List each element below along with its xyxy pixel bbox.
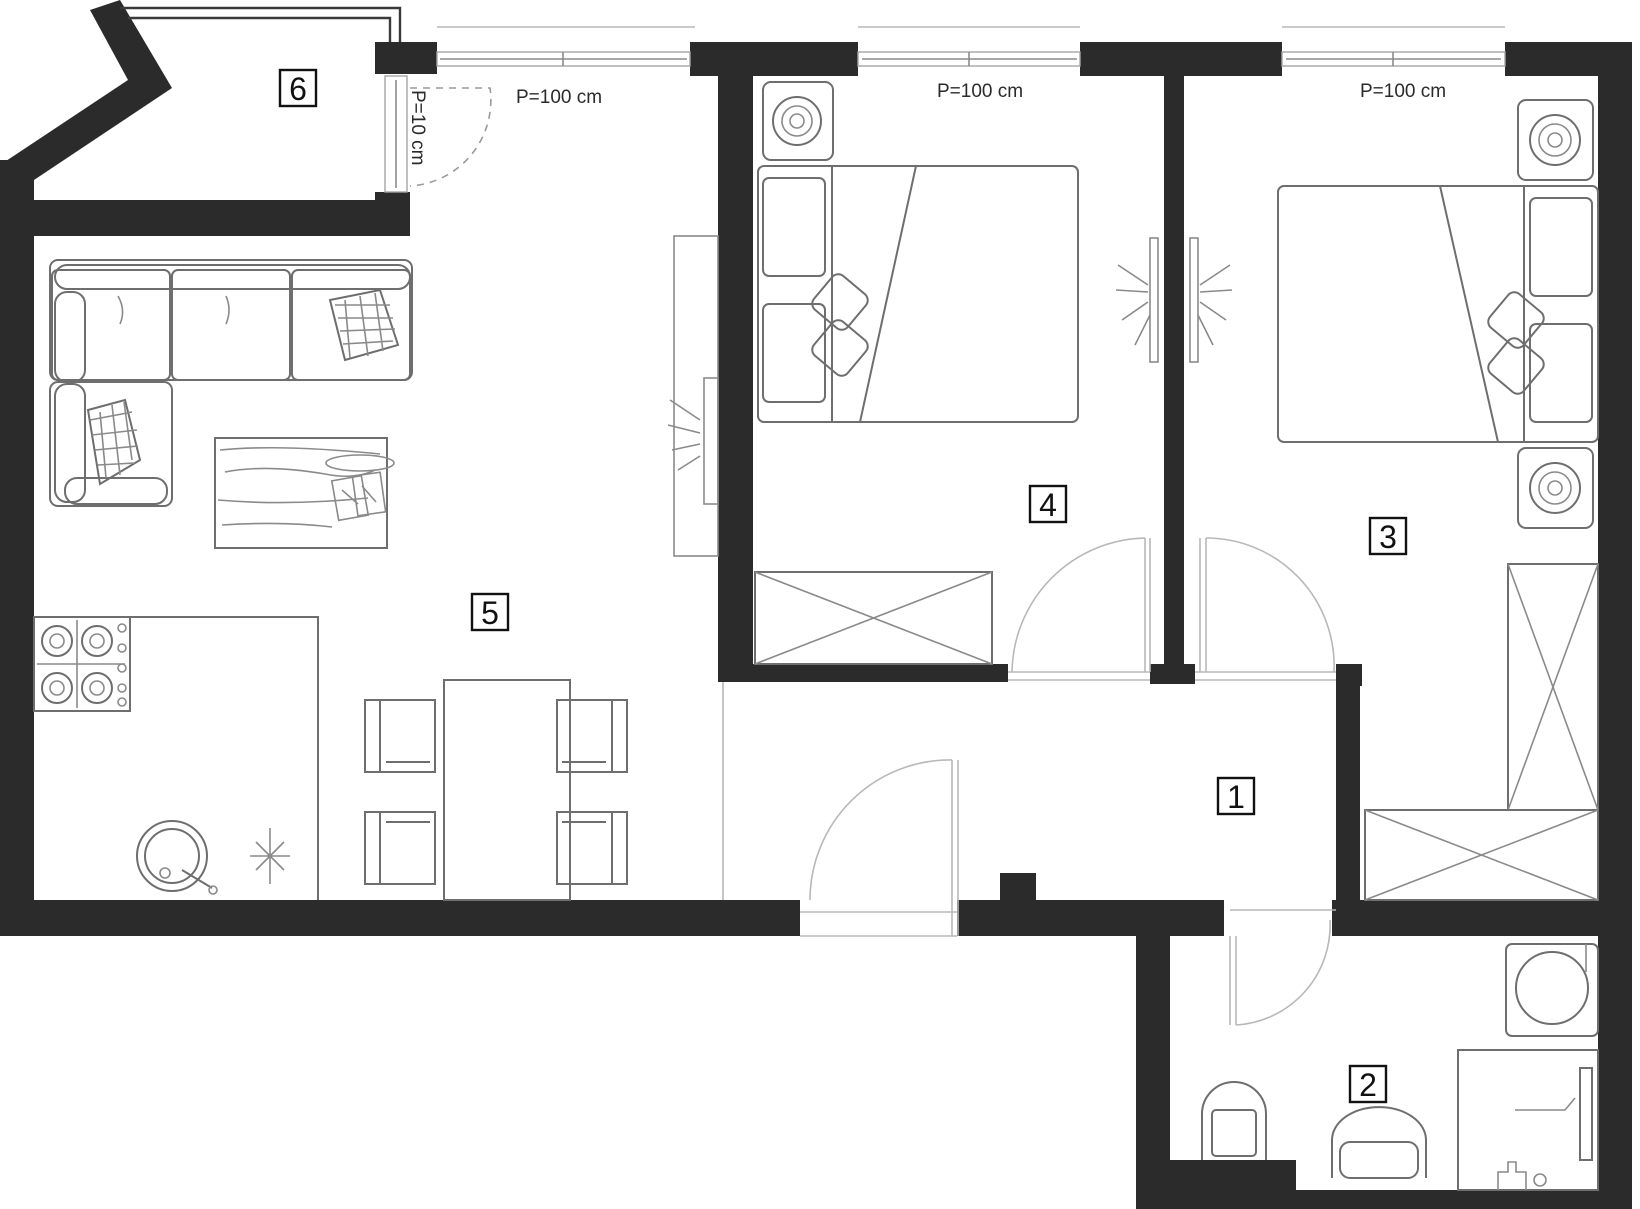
window-bedroom-3-dimension: P=100 cm [1360,81,1446,102]
dining-set [364,679,628,901]
wardrobe-bedroom-3 [1507,563,1599,811]
room-label-6: 6 [278,68,318,108]
window-bedroom-4-dimension: P=100 cm [937,81,1023,102]
room-label-1: 1 [1216,776,1256,816]
wardrobe-bedroom-4 [754,571,993,665]
dining-chair [364,811,436,885]
wall-light-icon [1115,237,1233,363]
nightstand-lamp-icon [1517,99,1594,181]
washbasin-icon [1331,1106,1427,1179]
coffee-table [214,437,395,549]
dining-chair [556,811,628,885]
room-label-2: 2 [1348,1064,1388,1104]
dining-chair [364,699,436,773]
dining-chair [556,699,628,773]
room-label-3: 3 [1368,516,1408,556]
washing-machine-icon [1505,943,1599,1037]
toilet-icon [1201,1081,1267,1160]
tv-unit [667,235,719,557]
hall-wardrobe [1364,809,1599,901]
stove-icon [37,620,127,708]
entrance-door[interactable] [800,759,959,937]
bed-bedroom-3 [1277,185,1599,443]
sink-icon [136,820,218,895]
balcony-door-swing [409,87,492,187]
door-bathroom[interactable] [1229,909,1336,1026]
shower-icon [1457,1049,1599,1191]
nightstand-lamp-icon [762,81,834,161]
room-label-4: 4 [1028,484,1068,524]
door-bedroom-4[interactable] [1008,537,1151,681]
room-number: 2 [1359,1067,1377,1103]
balcony-door-dimension: P=10 cm [407,90,428,166]
room-number: 5 [481,595,499,631]
room-number: 4 [1039,487,1057,523]
light-fixture-icon [250,828,290,884]
door-bedroom-3[interactable] [1195,537,1336,681]
bed-bedroom-4 [757,165,1079,423]
windows [120,6,1506,193]
kitchen-counter [33,616,319,900]
room-number: 3 [1379,519,1397,555]
room-number: 1 [1227,779,1245,815]
room-label-5: 5 [470,592,510,632]
room-number: 6 [289,71,307,107]
sofa [49,259,413,507]
nightstand-lamp-icon [1517,447,1594,529]
window-living-dimension: P=100 cm [516,87,602,108]
